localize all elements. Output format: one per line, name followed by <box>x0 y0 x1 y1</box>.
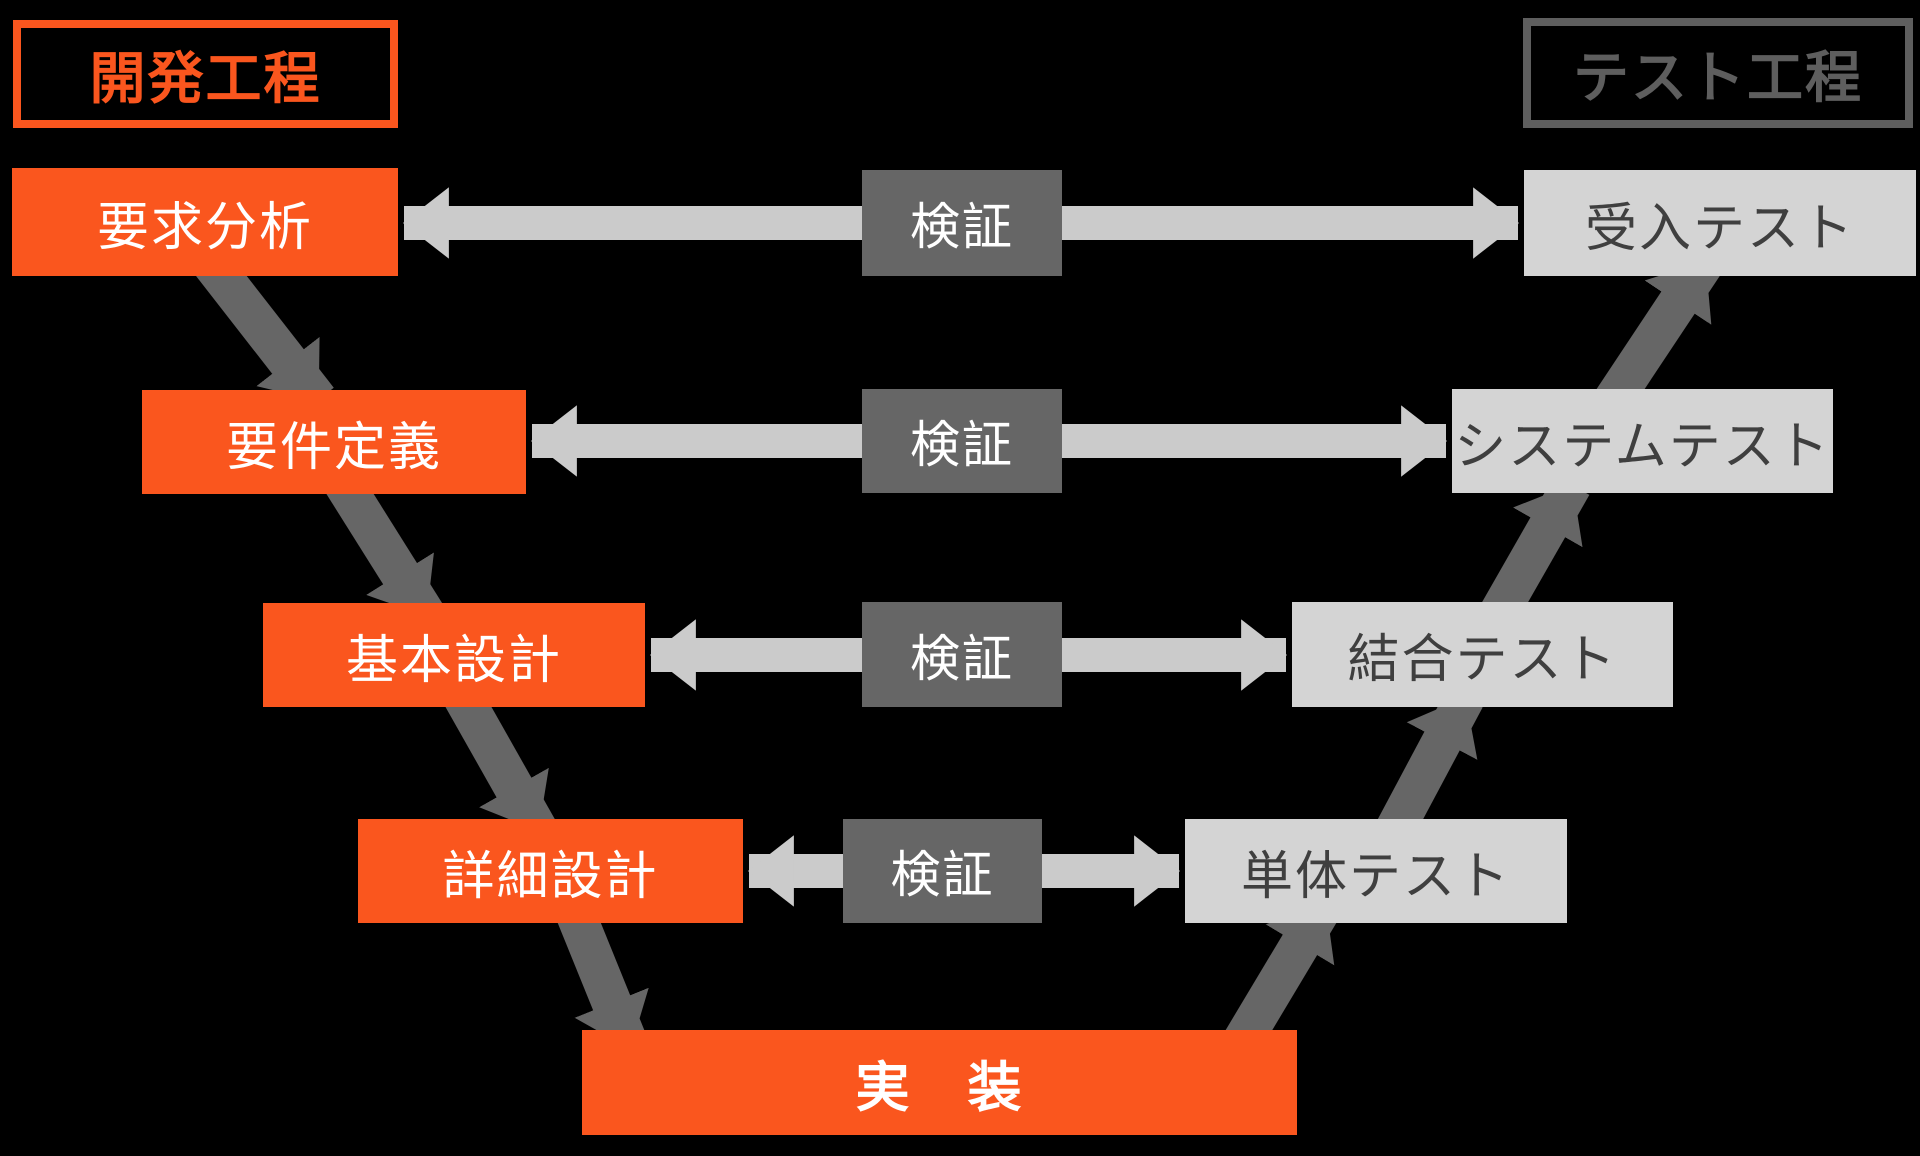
box-integration-test: 結合テスト <box>1292 602 1673 707</box>
box-detailed-design: 詳細設計 <box>358 819 743 923</box>
verify-box-row1-label: 検証 <box>910 199 1014 255</box>
verify-box-row4-label: 検証 <box>890 847 995 903</box>
dev-process-header-label: 開発工程 <box>89 46 322 110</box>
test-process-header: テスト工程 <box>1523 18 1913 128</box>
box-basic-design-label: 基本設計 <box>345 631 562 690</box>
box-system-test: システムテスト <box>1452 389 1833 493</box>
verify-box-row3: 検証 <box>862 602 1062 707</box>
flow-arrow-analysis-to-definition <box>189 242 334 413</box>
verify-box-row3-label: 検証 <box>910 630 1014 687</box>
box-requirements-definition: 要件定義 <box>142 390 526 494</box>
box-implementation-label: 実 装 <box>855 1058 1024 1118</box>
test-process-header-label: テスト工程 <box>1573 45 1863 109</box>
flow-arrow-implementation-to-unit-test <box>1222 892 1343 1056</box>
box-acceptance-test-label: 受入テスト <box>1584 199 1855 258</box>
box-implementation: 実 装 <box>582 1030 1297 1135</box>
dev-process-header: 開発工程 <box>13 20 398 128</box>
flow-arrow-basic-to-detailed-design <box>442 682 556 840</box>
verify-box-row1: 検証 <box>862 170 1062 276</box>
box-system-test-label: システムテスト <box>1454 417 1831 476</box>
box-detailed-design-label: 詳細設計 <box>442 847 659 906</box>
box-basic-design: 基本設計 <box>263 603 645 707</box>
verify-box-row2: 検証 <box>862 389 1062 493</box>
box-requirements-definition-label: 要件定義 <box>225 418 442 477</box>
flow-arrow-detailed-design-to-implementation <box>553 897 649 1056</box>
box-unit-test: 単体テスト <box>1185 819 1567 923</box>
flow-arrow-unit-to-integration-test <box>1374 688 1483 845</box>
box-unit-test-label: 単体テスト <box>1240 847 1511 906</box>
box-integration-test-label: 結合テスト <box>1347 631 1618 689</box>
verify-box-row2-label: 検証 <box>910 417 1014 473</box>
verify-box-row4: 検証 <box>843 819 1042 923</box>
flow-arrow-system-to-acceptance-test <box>1595 250 1722 414</box>
flow-arrow-integration-to-system-test <box>1478 475 1590 628</box>
box-requirements-analysis: 要求分析 <box>12 168 398 276</box>
box-acceptance-test: 受入テスト <box>1524 170 1916 276</box>
flow-arrow-definition-to-basic-design <box>323 467 443 626</box>
box-requirements-analysis-label: 要求分析 <box>96 198 313 257</box>
